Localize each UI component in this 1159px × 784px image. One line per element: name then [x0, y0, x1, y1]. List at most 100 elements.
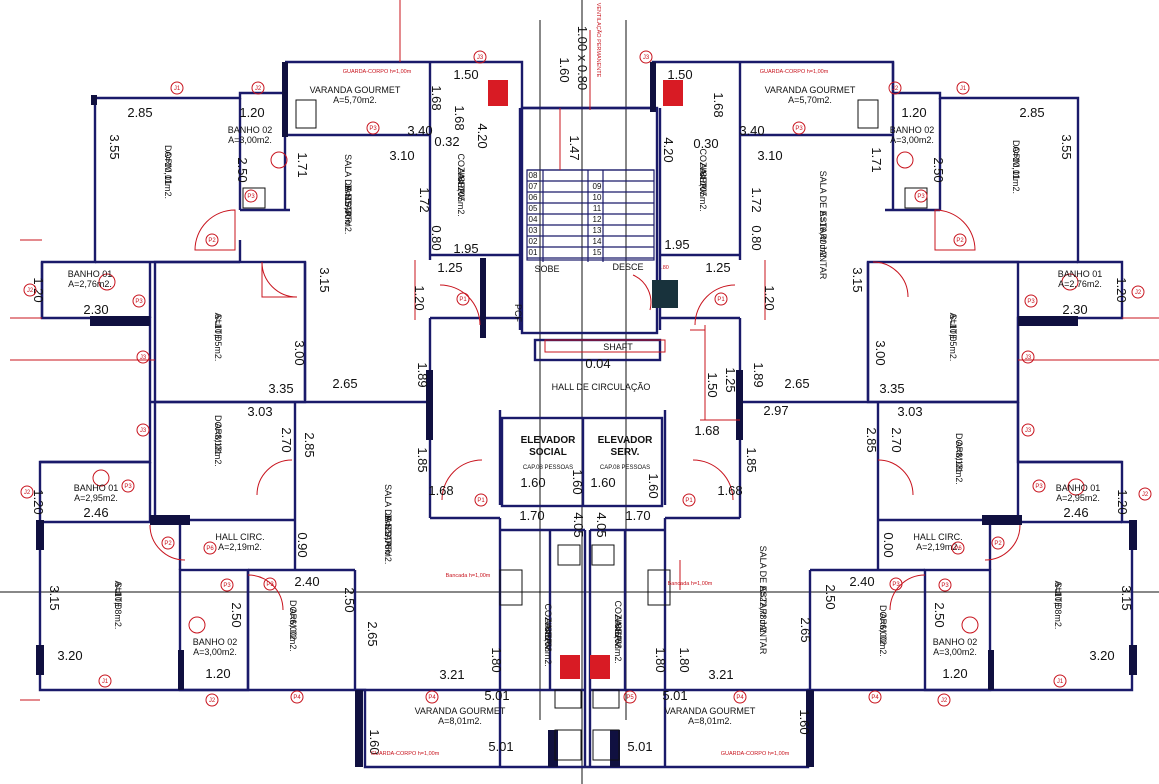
room-label: PCF [513, 304, 523, 323]
element-tag: P3 [369, 126, 377, 132]
element-tag: P2 [994, 541, 1002, 547]
room-label: SUITE [113, 582, 123, 609]
stair-step-number: 05 [529, 204, 538, 213]
dimension-label: 3.55 [107, 134, 122, 159]
dimension-label: 0.00 [881, 532, 896, 557]
dimension-label: 1.60 [367, 729, 382, 754]
element-tag: J2 [892, 86, 899, 92]
tag-circle [220, 578, 234, 592]
tag-circle [914, 189, 928, 203]
room-label: SHAFT [603, 342, 633, 352]
tag-circle [136, 350, 150, 364]
element-tag: P2 [956, 238, 964, 244]
element-tag: P4 [428, 695, 436, 701]
dimension-label: 1.71 [295, 152, 310, 177]
element-tag: J1 [960, 86, 967, 92]
dimension-label: 2.70 [889, 427, 904, 452]
dimension-label: 2.46 [1063, 505, 1088, 520]
tag-circle [733, 690, 747, 704]
room-label: JANTAR [343, 183, 353, 218]
tag-circle [251, 81, 265, 95]
dimension-label: 0.32 [434, 134, 459, 149]
element-tag: J1 [102, 679, 109, 685]
room-label: HALL CIRC. [215, 532, 264, 542]
dimension-label: 1.68 [452, 105, 467, 130]
room-label: VARANDA GOURMET [415, 706, 506, 716]
dimension-label: 2.50 [229, 602, 244, 627]
tag-circle [953, 233, 967, 247]
element-tag: P3 [223, 583, 231, 589]
element-tag: J2 [27, 288, 34, 294]
room-label: A=8,18m2. [954, 441, 964, 485]
room-label: SALA DE ESTAR/ JANTAR [818, 171, 828, 280]
dimension-label: 2.40 [294, 574, 319, 589]
room-label: HALL CIRC. [913, 532, 962, 542]
annotation-note: GUARDA-CORPO h=1,00m [760, 69, 829, 75]
dimension-label: 1.60 [557, 57, 572, 82]
room-label: A=6,88m2. [613, 620, 623, 664]
element-tag: P3 [135, 299, 143, 305]
element-tag: P3 [892, 582, 900, 588]
tag-circle [263, 577, 277, 591]
annotation-note: GUARDA-CORPO h=1,00m [343, 69, 412, 75]
room-label: HALL DE CIRCULAÇÃO [552, 382, 651, 392]
dimension-label: 5.01 [627, 739, 652, 754]
stair-step-number: 13 [593, 226, 602, 235]
room-label: A=2,95m2. [74, 493, 118, 503]
room-label: A=6,88m2. [543, 623, 553, 667]
tag-circle [889, 577, 903, 591]
dimension-label: 1.20 [1114, 277, 1129, 302]
dimension-label: 2.85 [127, 105, 152, 120]
dimension-label: 3.03 [247, 404, 272, 419]
dimension-label: 1.68 [717, 483, 742, 498]
room-label: BANHO 02 [193, 637, 238, 647]
dimension-label: 1.25 [723, 367, 738, 392]
dimension-label: 2.50 [823, 584, 838, 609]
element-tag: P5 [626, 695, 634, 701]
dimension-label: 3.10 [389, 148, 414, 163]
stair-step-number: 02 [529, 237, 538, 246]
dimension-label: 2.65 [784, 376, 809, 391]
room-label: A=10,08m2. [1053, 581, 1063, 630]
tag-circle [792, 121, 806, 135]
room-label: DORM.01 [1011, 140, 1021, 180]
stair-step-number: 14 [593, 237, 602, 246]
dimension-label: 2.65 [332, 376, 357, 391]
dimension-label: 1.80 [489, 647, 504, 672]
room-label: A.SERV. [543, 618, 553, 653]
dimension-label: 5.01 [488, 739, 513, 754]
dimension-label: 3.21 [708, 667, 733, 682]
tag-circle [20, 485, 34, 499]
dimension-label: 1.72 [417, 187, 432, 212]
small-notes: GUARDA-CORPO h=1,00m GUARDA-CORPO h=1,00m… [343, 3, 829, 757]
annotation-note: .80 [661, 265, 669, 271]
elevator-capacity: CAP.08 PESSOAS [600, 465, 650, 471]
dimension-label: 4.05 [594, 512, 609, 537]
elevator-label: ELEVADOR [521, 435, 577, 446]
dimension-label: 4.05 [571, 512, 586, 537]
element-tag: P4 [736, 695, 744, 701]
dimension-label: 2.85 [864, 427, 879, 452]
dimension-label: 1.95 [453, 241, 478, 256]
dimension-label: 2.65 [798, 617, 813, 642]
room-label: A.SERV. [456, 168, 466, 203]
dimension-label: 1.20 [31, 489, 46, 514]
room-label: A=2,19m2. [218, 542, 262, 552]
room-label: A=3,00m2. [228, 135, 272, 145]
tag-circle [290, 690, 304, 704]
room-label: DESCE [612, 262, 643, 272]
room-label: A=16,40m2. [818, 211, 828, 260]
dimension-label: 4.20 [661, 137, 676, 162]
room-label: A=10,08m2. [113, 581, 123, 630]
dimension-label: 1.85 [415, 447, 430, 472]
dimension-label: 2.50 [342, 587, 357, 612]
tag-circle [136, 423, 150, 437]
tag-circle [937, 693, 951, 707]
tag-circle [474, 493, 488, 507]
room-label: DORM.02 [878, 605, 888, 645]
element-tag: P3 [917, 194, 925, 200]
dimension-label: 0.80 [749, 225, 764, 250]
